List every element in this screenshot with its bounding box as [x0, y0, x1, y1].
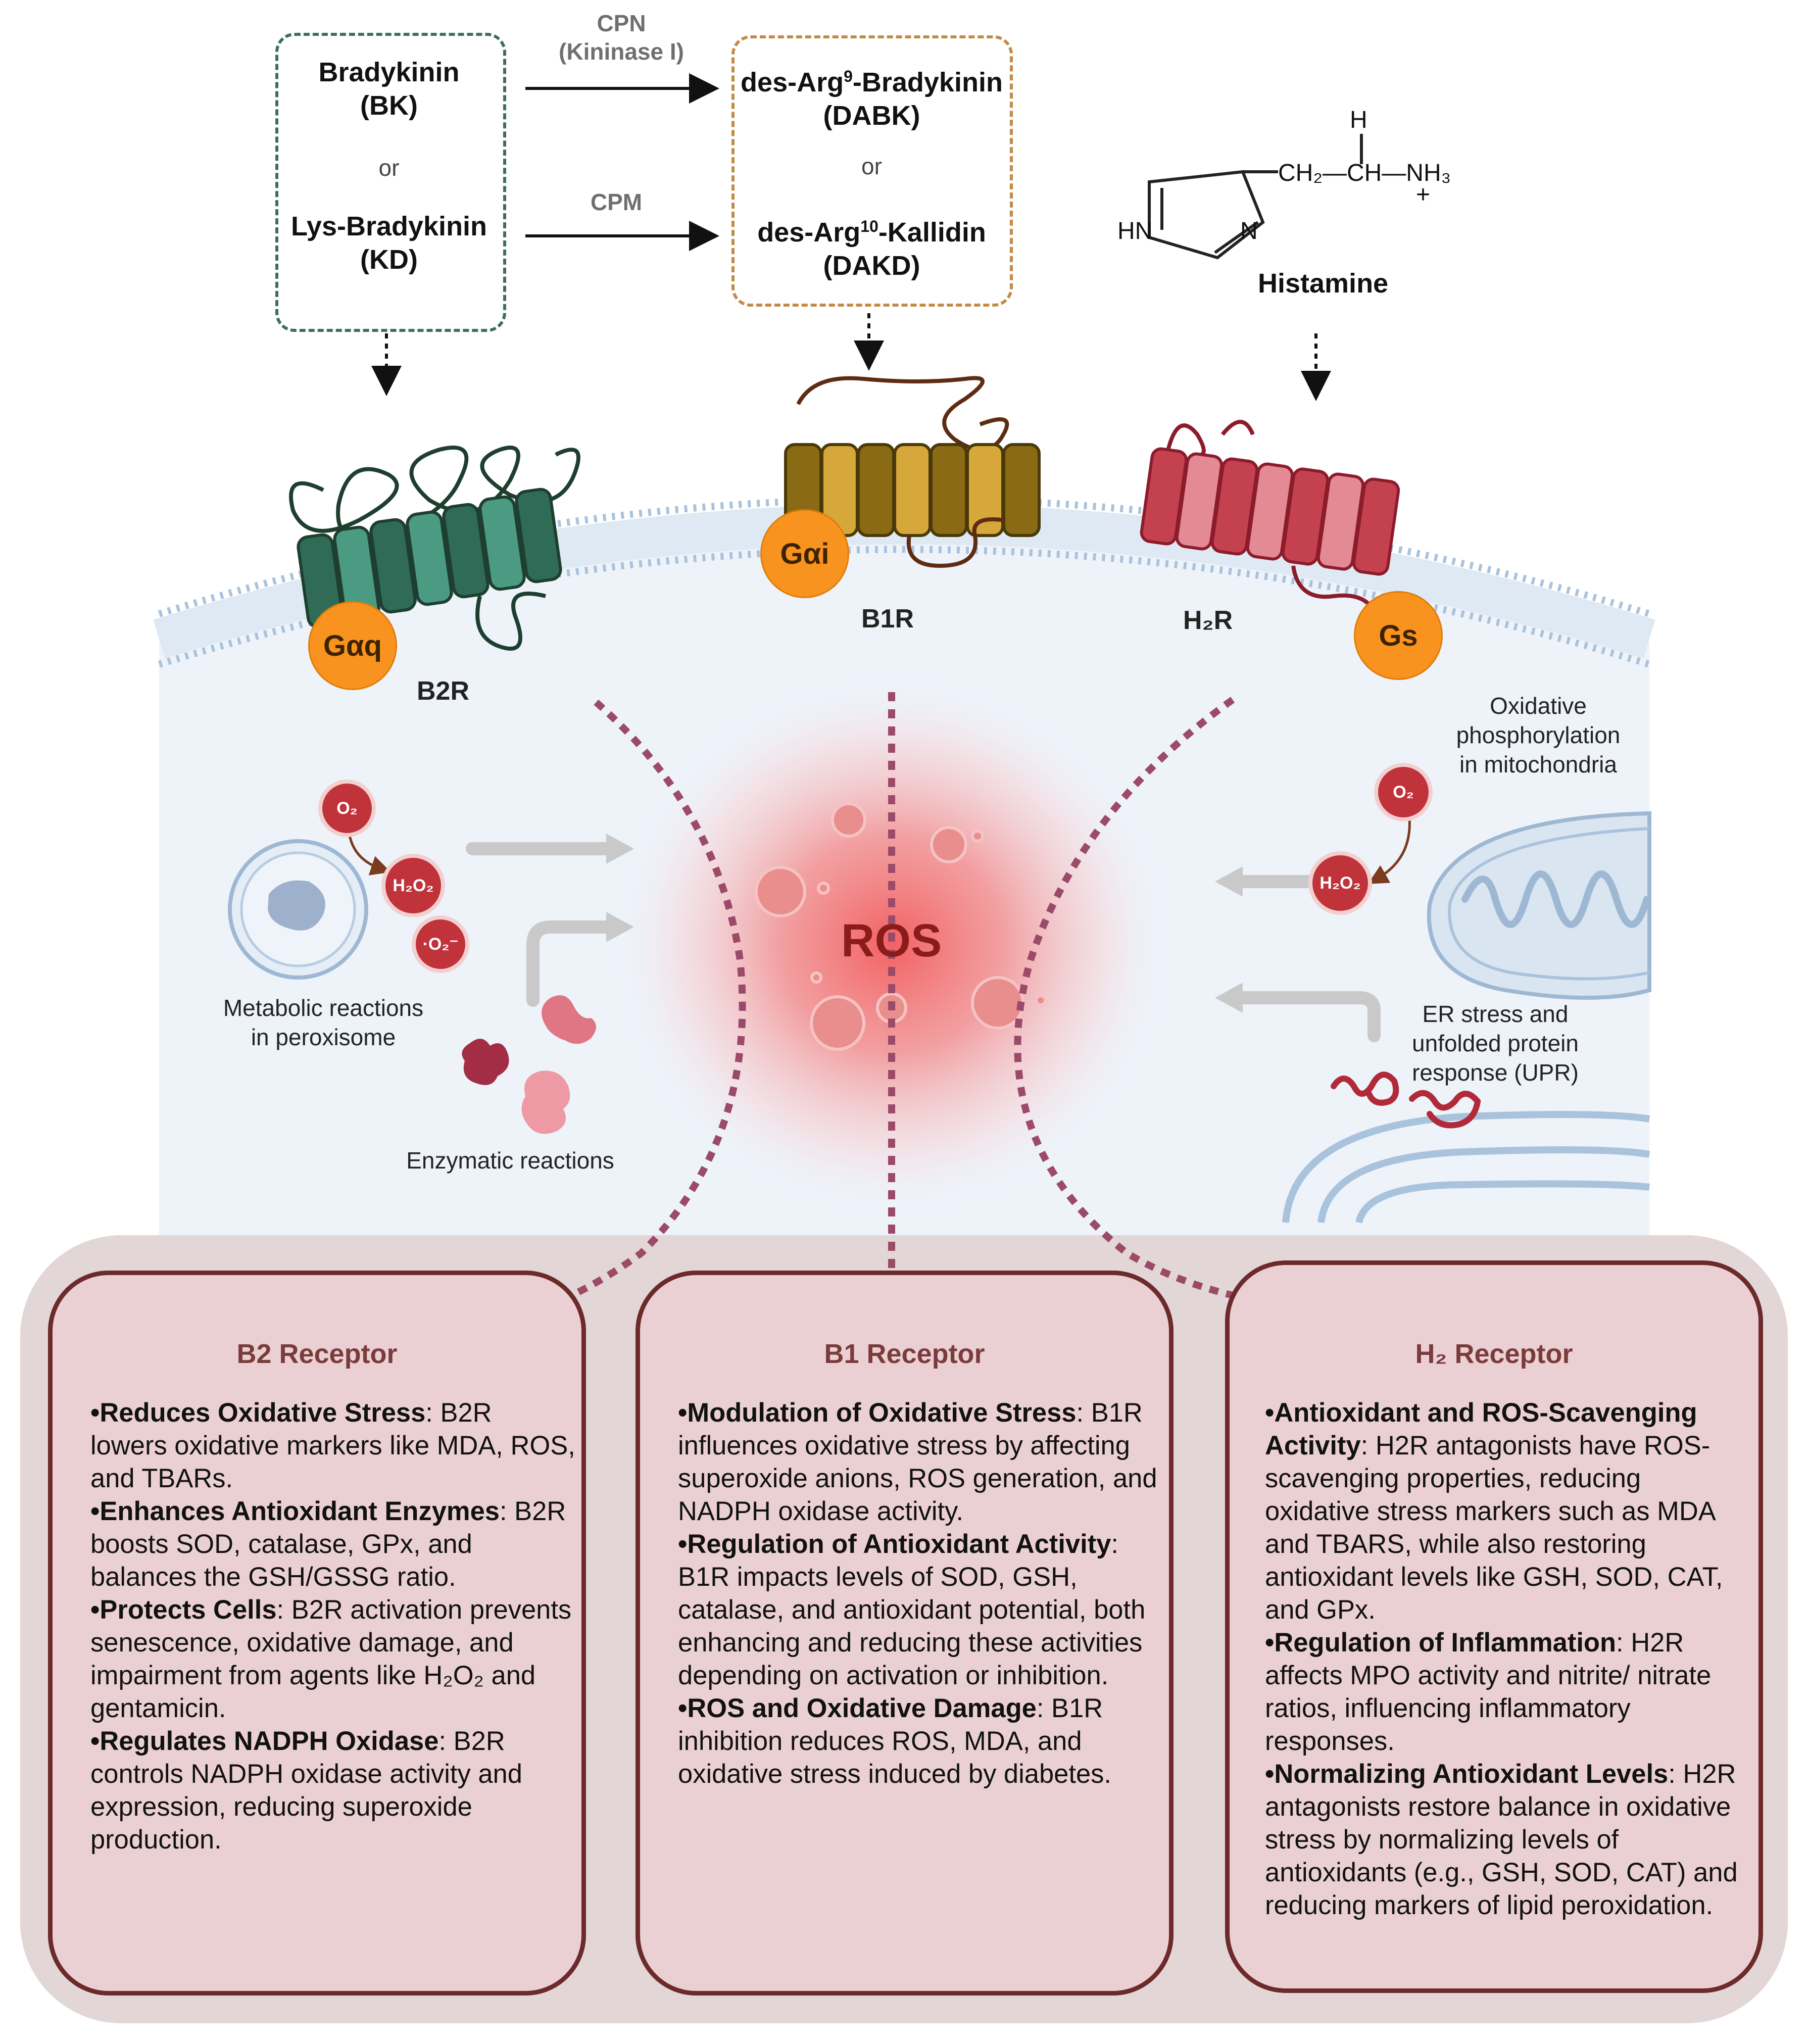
o2-molecule-left: O₂: [318, 780, 376, 837]
er-stress-label: ER stress and unfolded protein response …: [1412, 1001, 1579, 1086]
enzymatic-label: Enzymatic reactions: [406, 1147, 614, 1174]
b1-card-body: •Modulation of Oxidative Stress: B1R inf…: [678, 1396, 1163, 1790]
or-label-middle: or: [861, 153, 882, 179]
histamine-structure: [1148, 134, 1363, 260]
b1-item: •Modulation of Oxidative Stress: B1R inf…: [678, 1398, 1157, 1526]
histamine-hn: HN: [1117, 218, 1153, 245]
lys-bradykinin-label: Lys-Bradykinin(KD): [290, 211, 487, 275]
des-arg-ligand-box: [731, 35, 1013, 307]
b2-card-body: •Reduces Oxidative Stress: B2R lowers ox…: [90, 1396, 575, 1856]
b1-item: •Regulation of Antioxidant Activity: B1R…: [678, 1529, 1146, 1690]
h2r-receptor-shape: [1140, 420, 1421, 647]
h2-card-title: H₂ Receptor: [1415, 1339, 1573, 1369]
h2r-label: H₂R: [1183, 606, 1233, 635]
h2-receptor-card: H₂ Receptor •Antioxidant and ROS-Scaveng…: [1225, 1260, 1763, 1993]
histamine-h-atom: H: [1350, 107, 1367, 133]
bradykinin-label: Bradykinin(BK): [318, 57, 460, 121]
b2-item: •Enhances Antioxidant Enzymes: B2R boost…: [90, 1496, 566, 1592]
b1-item: •ROS and Oxidative Damage: B1R inhibitio…: [678, 1693, 1111, 1789]
b1r-label: B1R: [861, 604, 914, 634]
histamine-label: Histamine: [1258, 268, 1389, 299]
h2o2-molecule-right: H₂O₂: [1308, 851, 1372, 915]
mitochondria-label: Oxidative phosphorylation in mitochondri…: [1456, 693, 1621, 777]
h2-item: •Regulation of Inflammation: H2R affects…: [1265, 1628, 1712, 1756]
endoplasmic-reticulum-icon: [1282, 1111, 1650, 1224]
gaq-protein: Gαq: [308, 601, 397, 690]
dabk-label: des-Arg9-Bradykinin (DABK): [741, 67, 1003, 131]
mitochondria-icon: [1427, 811, 1651, 1000]
b1r-receptor-shape: [784, 376, 1041, 568]
h2-item: •Normalizing Antioxidant Levels: H2R ant…: [1265, 1759, 1738, 1920]
b1-card-title: B1 Receptor: [824, 1339, 985, 1369]
histamine-n: N: [1240, 218, 1258, 245]
peroxisome-label: Metabolic reactions in peroxisome: [223, 995, 424, 1050]
o2-molecule-right: O₂: [1374, 763, 1433, 821]
dakd-label: des-Arg10-Kallidin (DAKD): [757, 217, 986, 281]
h2-item: •Antioxidant and ROS-Scavenging Activity…: [1265, 1398, 1723, 1625]
b2r-label: B2R: [417, 676, 470, 706]
b1-receptor-card: B1 Receptor •Modulation of Oxidative Str…: [636, 1271, 1174, 1996]
cpm-enzyme-label: CPM: [590, 189, 643, 215]
ros-label: ROS: [841, 915, 942, 966]
b2-item: •Protects Cells: B2R activation prevents…: [90, 1595, 572, 1723]
cpn-enzyme-label: CPN(Kininase I): [559, 10, 684, 65]
gai-protein: Gαi: [760, 509, 849, 598]
b2-item: •Regulates NADPH Oxidase: B2R controls N…: [90, 1726, 522, 1855]
peroxisome-icon: [228, 839, 368, 980]
kinin-ligand-box: [275, 33, 506, 332]
superoxide-molecule: ·O₂⁻: [412, 915, 469, 973]
b2r-receptor-shape: [289, 446, 580, 651]
or-label-left: or: [378, 155, 400, 181]
h2-card-body: •Antioxidant and ROS-Scavenging Activity…: [1265, 1396, 1750, 1922]
h2o2-molecule-left: H₂O₂: [381, 854, 445, 917]
b2-item: •Reduces Oxidative Stress: B2R lowers ox…: [90, 1398, 575, 1493]
b2-receptor-card: B2 Receptor •Reduces Oxidative Stress: B…: [48, 1271, 586, 1996]
histamine-charge: +: [1416, 181, 1431, 208]
histamine-chain: CH₂—CH—NH₃: [1278, 160, 1451, 186]
gs-protein: Gs: [1354, 591, 1443, 680]
b2-card-title: B2 Receptor: [236, 1339, 398, 1369]
